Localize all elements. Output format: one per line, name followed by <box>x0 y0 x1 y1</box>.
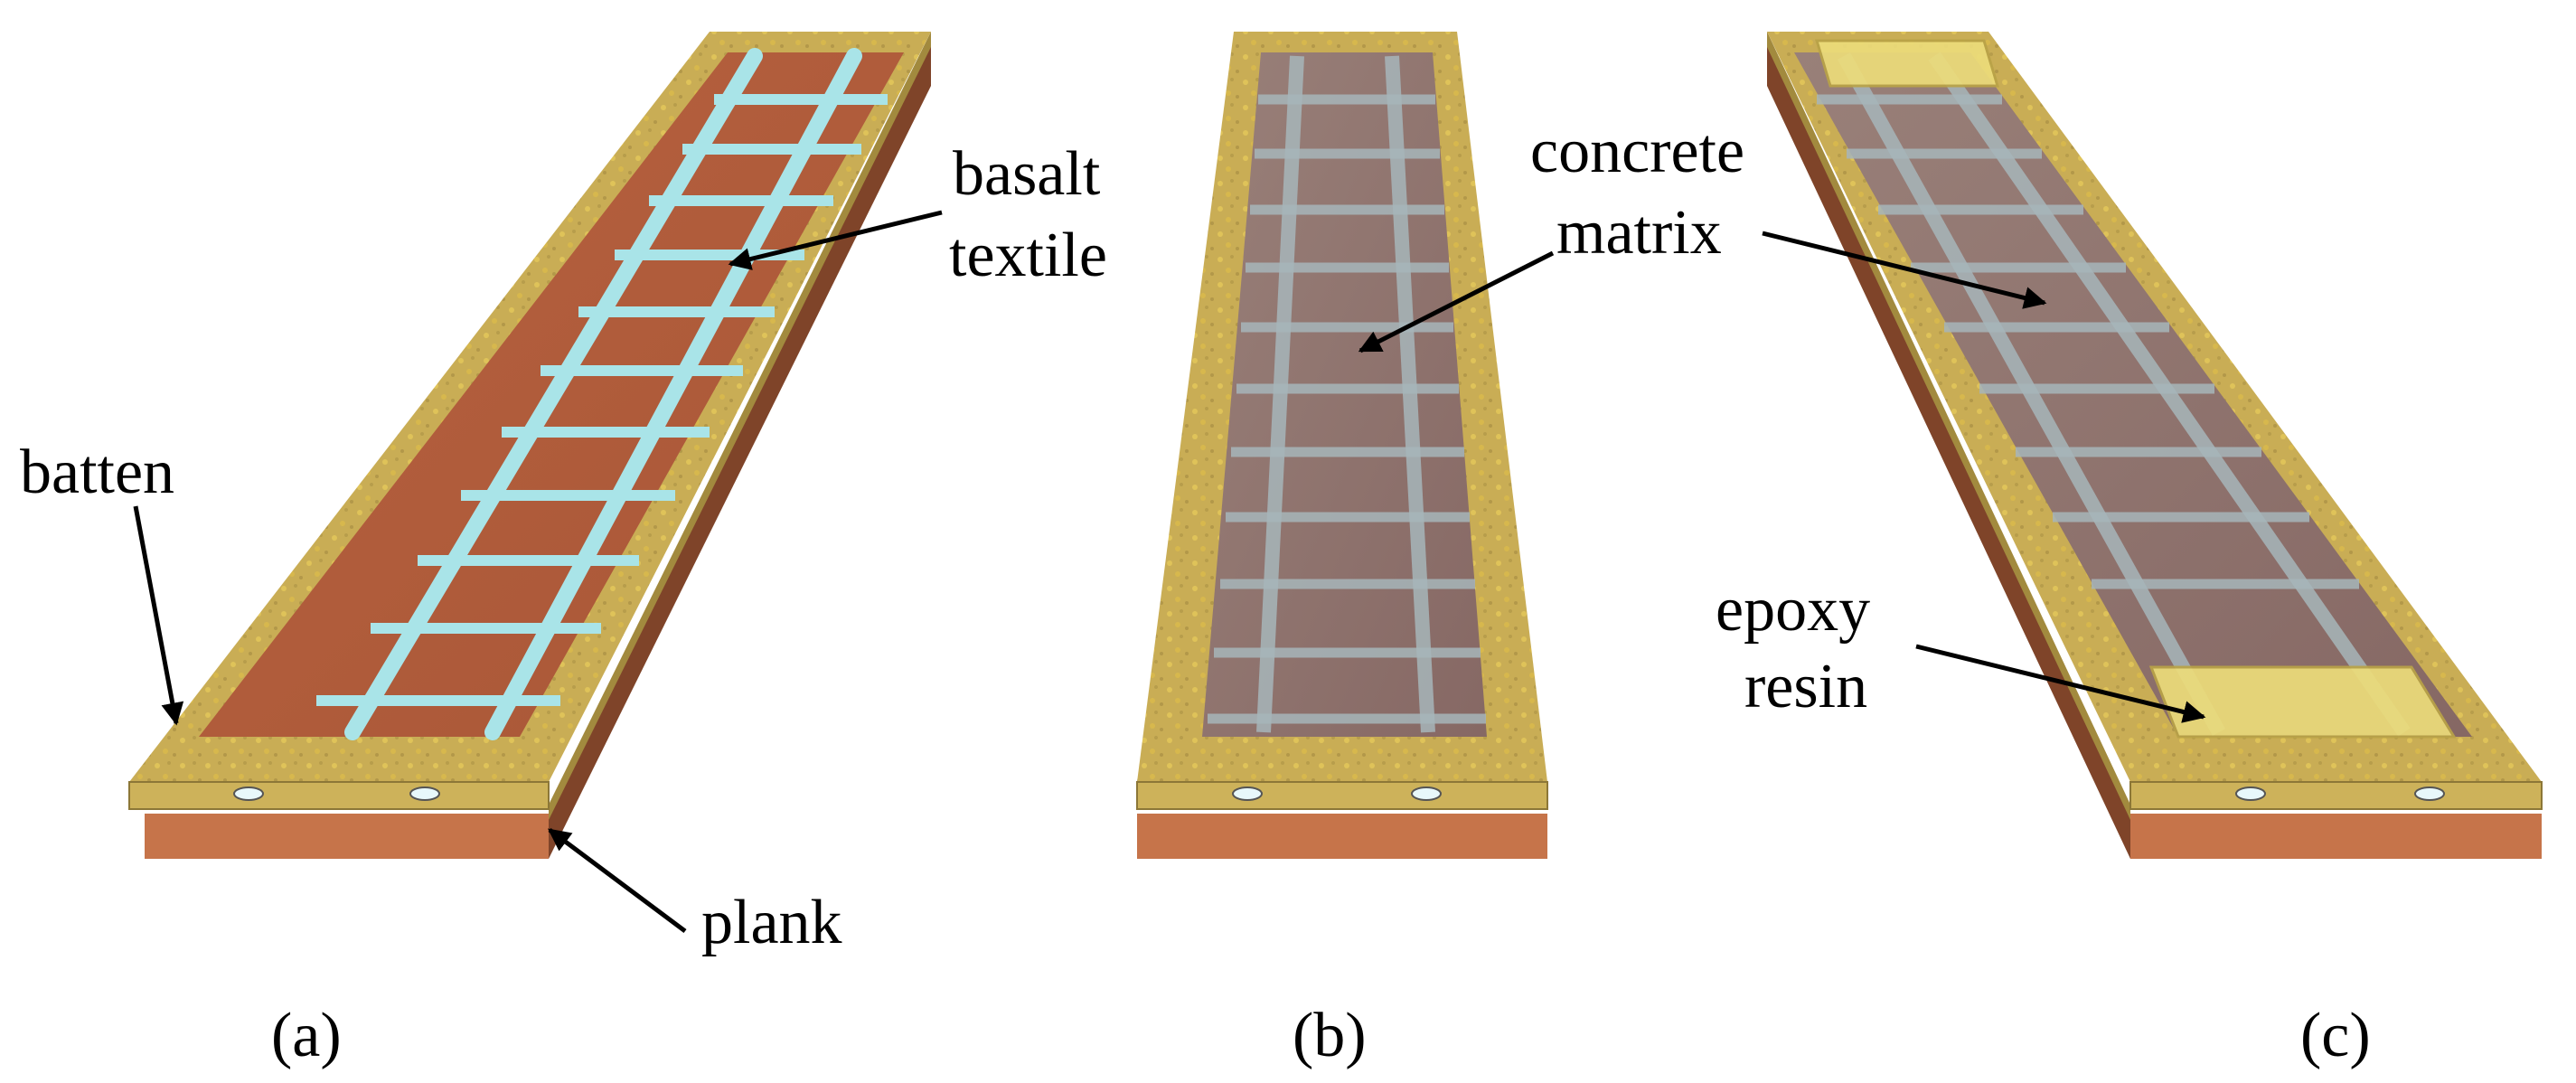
bolts <box>2235 786 2445 801</box>
batten-side <box>549 32 931 820</box>
specimen-c <box>1767 32 2543 859</box>
concrete-grid-crossbars <box>1208 94 1486 724</box>
epoxy-arrow <box>1915 644 2206 723</box>
batten-front <box>1136 781 1548 810</box>
concrete-grid-crossbars <box>1817 94 2359 589</box>
specimen-a <box>128 32 931 859</box>
bolts <box>233 786 440 801</box>
caption-c: (c) <box>2300 1001 2371 1070</box>
caption-a: (a) <box>271 1001 342 1070</box>
epoxy-resin-top <box>1814 39 2000 88</box>
caption-b: (b) <box>1293 1001 1367 1070</box>
label-plank: plank <box>701 888 842 957</box>
batten-side <box>1767 32 2130 820</box>
batten-front <box>2129 781 2543 810</box>
specimen-b <box>1136 32 1548 859</box>
label-concrete-line1: concrete <box>1530 117 1744 186</box>
plank-side <box>1767 45 2130 859</box>
basalt-textile-grid <box>344 48 862 740</box>
label-basalt-line1: basalt <box>953 139 1101 209</box>
concrete-matrix <box>1794 52 2472 737</box>
epoxy-resin-bottom <box>2148 665 2457 739</box>
label-epoxy-line1: epoxy <box>1716 575 1870 645</box>
plank-front <box>145 814 549 859</box>
plank-front <box>2130 814 2542 859</box>
label-epoxy-line2: resin <box>1744 652 1867 721</box>
bolts <box>1232 786 1442 801</box>
plank-arrow <box>547 827 687 934</box>
plank-side <box>549 45 931 859</box>
plank-front <box>1137 814 1547 859</box>
concrete-grid <box>1256 55 1435 733</box>
label-concrete-line2: matrix <box>1556 198 1722 268</box>
basalt-arrow <box>728 210 943 270</box>
batten-arrow <box>133 505 184 726</box>
label-basalt-line2: textile <box>949 221 1107 290</box>
label-batten: batten <box>20 438 174 507</box>
annotation-arrows <box>133 210 2206 934</box>
batten-front <box>128 781 550 810</box>
concrete-grid <box>1838 52 2411 737</box>
concrete-arrow-c <box>1762 231 2047 309</box>
concrete-arrow-b <box>1358 250 1555 353</box>
